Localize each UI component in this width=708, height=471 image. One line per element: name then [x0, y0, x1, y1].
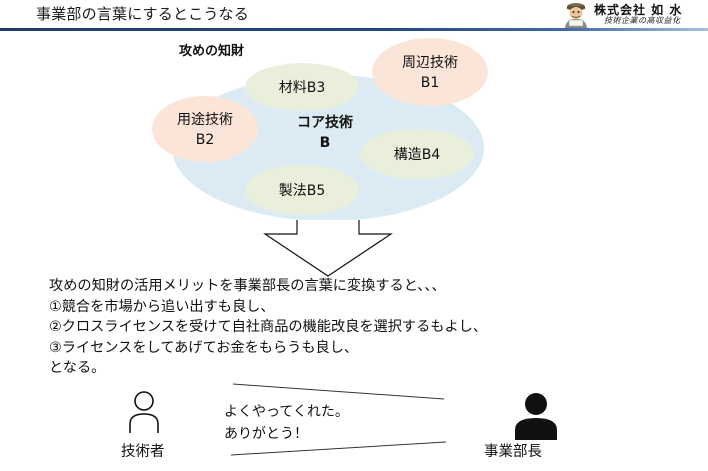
benefit-item-1: ①競合を市場から追い出すも良し、 [49, 298, 275, 315]
engineer-label: 技術者 [121, 444, 165, 460]
core-technology-title: コア技術 [297, 115, 353, 131]
bubble-b5: 製法B5 [245, 180, 359, 200]
bubble-b2-code: B2 [195, 132, 215, 148]
logo-tagline: 技術企業の高収益化 [604, 16, 681, 25]
bubble-b1-title: 周辺技術 [402, 55, 458, 71]
benefit-item-2: ②クロスライセンスを受けて自社商品の機能改良を選択するもよし、 [49, 319, 488, 335]
benefits-text: 攻めの知財の活用メリットを事業部長の言葉に変換すると、、、 ①競合を市場から追い… [49, 276, 487, 379]
benefits-conclusion: となる。 [49, 360, 106, 376]
bubble-b4: 構造B4 [360, 144, 474, 164]
down-arrow-icon [263, 220, 393, 277]
bubble-b5-label: 製法B5 [278, 183, 326, 199]
division-manager-label: 事業部長 [484, 444, 542, 460]
page-title: 事業部の言葉にするとこうなる [36, 5, 249, 23]
bubble-b2-title: 用途技術 [177, 112, 233, 128]
speech-line-2: ありがとう！ [224, 426, 308, 442]
company-logo: 株式会社 如 水 技術企業の高収益化 [562, 1, 708, 28]
core-technology: コア技術 B [284, 113, 366, 153]
logo-company-name: 株式会社 如 水 [594, 3, 683, 17]
bubble-b4-label: 構造B4 [393, 147, 441, 163]
core-technology-code: B [319, 135, 331, 151]
speech-line-top [232, 383, 445, 400]
bubble-b3-label: 材料B3 [278, 80, 326, 96]
person-outline-icon [129, 391, 159, 433]
bubble-b2: 用途技術 B2 [152, 110, 258, 150]
bubble-b3: 材料B3 [245, 77, 359, 97]
person-filled-icon [515, 393, 557, 440]
mascot-icon [565, 3, 587, 28]
speech-line-1: よくやってくれた。 [224, 404, 349, 420]
benefits-intro: 攻めの知財の活用メリットを事業部長の言葉に変換すると、、、 [49, 278, 446, 294]
bubble-b1: 周辺技術 B1 [372, 53, 488, 93]
header-divider [0, 28, 708, 31]
benefit-item-3: ③ライセンスをしてあげてお金をもらうも良し、 [49, 339, 359, 356]
section-label: 攻めの知財 [179, 44, 245, 59]
bubble-b1-code: B1 [420, 75, 440, 91]
speech-text: よくやってくれた。 ありがとう！ [224, 401, 349, 445]
